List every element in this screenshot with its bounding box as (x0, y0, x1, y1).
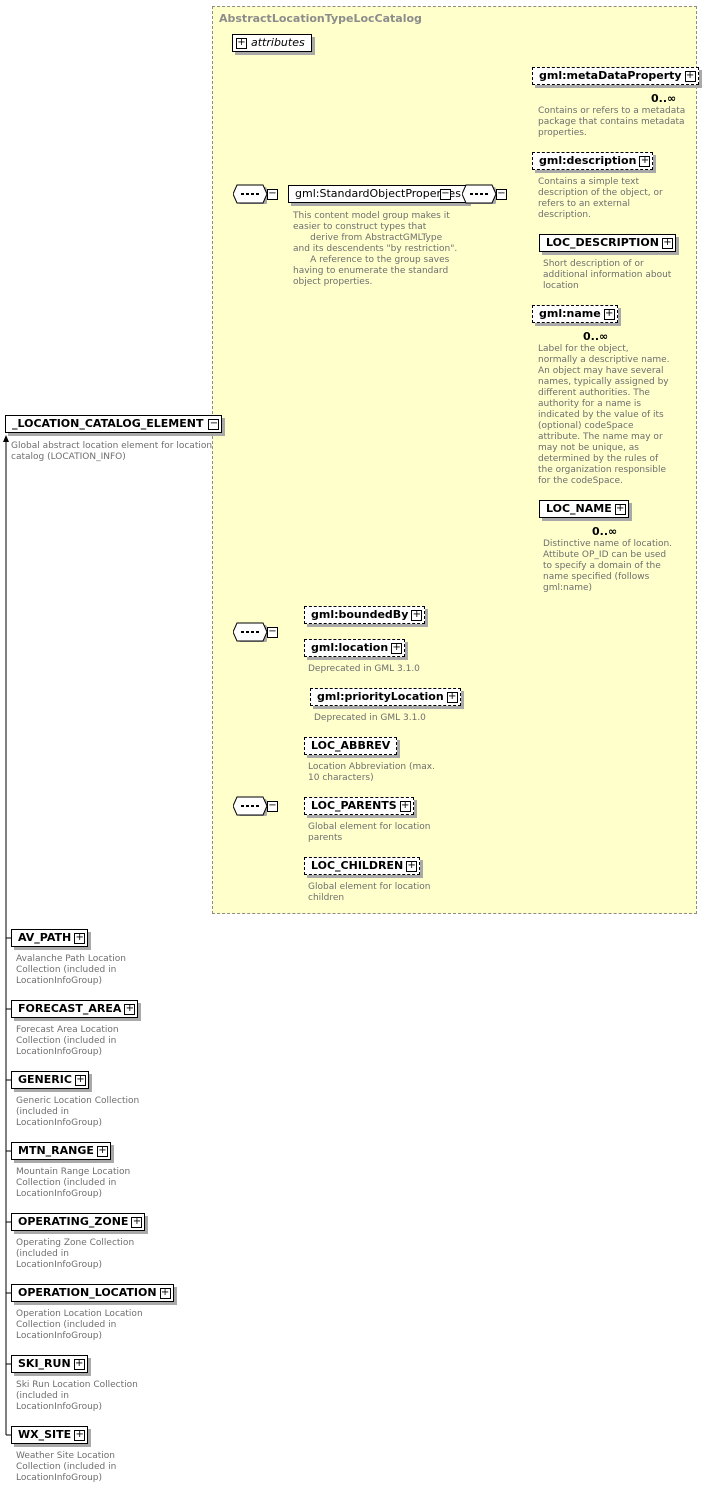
name-desc: Label for the object,normally a descript… (538, 344, 670, 486)
priority-location-node[interactable]: gml:priorityLocation+ (310, 688, 461, 706)
loc-children-node[interactable]: LOC_CHILDREN+ (304, 857, 421, 875)
expand-icon[interactable]: + (96, 1145, 108, 1157)
root-element[interactable]: _LOCATION_CATALOG_ELEMENT − (5, 415, 223, 433)
expand-icon[interactable]: + (74, 1429, 86, 1441)
subst-av-path[interactable]: AV_PATH+ (11, 929, 89, 947)
expand-icon[interactable]: + (236, 37, 247, 49)
subst-mtn-range[interactable]: MTN_RANGE+ (11, 1142, 111, 1160)
subst-forecast-area[interactable]: FORECAST_AREA+ (11, 1000, 139, 1018)
root-element-label: _LOCATION_CATALOG_ELEMENT (12, 417, 204, 430)
loc-description-node[interactable]: LOC_DESCRIPTION+ (539, 234, 676, 252)
expand-icon[interactable]: + (124, 1003, 136, 1015)
expand-icon[interactable]: + (73, 1358, 85, 1370)
collapse-icon[interactable]: − (267, 800, 278, 812)
expand-icon[interactable]: + (684, 70, 696, 82)
metadata-node[interactable]: gml:metaDataProperty+ (532, 67, 699, 85)
name-cardinality: 0..∞ (583, 330, 609, 343)
expand-icon[interactable]: + (603, 308, 615, 320)
root-element-desc: Global abstract location element for loc… (11, 441, 213, 462)
std-props-label: gml:StandardObjectProperties (295, 187, 461, 200)
loc-parents-node[interactable]: LOC_PARENTS+ (304, 797, 414, 815)
std-props-node[interactable]: gml:StandardObjectProperties (288, 185, 468, 203)
priority-location-desc: Deprecated in GML 3.1.0 (314, 713, 426, 723)
collapse-icon[interactable]: − (267, 188, 278, 200)
expand-icon[interactable]: + (411, 609, 423, 621)
subst-generic[interactable]: GENERIC+ (11, 1071, 89, 1089)
location-node[interactable]: gml:location+ (304, 639, 406, 657)
subst-wx-site[interactable]: WX_SITE+ (11, 1426, 89, 1444)
collapse-icon[interactable]: − (496, 188, 507, 200)
subst-operation-location[interactable]: OPERATION_LOCATION+ (11, 1284, 174, 1302)
expand-icon[interactable]: + (639, 155, 651, 167)
expand-icon[interactable]: + (661, 237, 673, 249)
loc-abbrev-node[interactable]: LOC_ABBREV (304, 737, 398, 755)
collapse-icon[interactable]: − (208, 418, 220, 430)
sequence-icon[interactable] (462, 184, 496, 204)
group-title: AbstractLocationTypeLocCatalog (219, 12, 422, 25)
expand-icon[interactable]: + (391, 642, 403, 654)
name-node[interactable]: gml:name+ (532, 305, 618, 323)
collapse-icon[interactable]: − (267, 626, 278, 638)
expand-icon[interactable]: + (406, 860, 418, 872)
loc-name-desc: Distinctive name of location.Attibute OP… (543, 539, 673, 593)
sequence-icon[interactable] (233, 184, 267, 204)
attributes-node[interactable]: + attributes (232, 34, 312, 52)
subst-operating-zone[interactable]: OPERATING_ZONE+ (11, 1213, 146, 1231)
expand-icon[interactable]: + (614, 503, 626, 515)
expand-icon[interactable]: + (74, 1074, 86, 1086)
expand-icon[interactable]: + (446, 691, 458, 703)
loc-name-node[interactable]: LOC_NAME+ (539, 500, 629, 518)
loc-name-cardinality: 0..∞ (592, 525, 618, 538)
location-desc: Deprecated in GML 3.1.0 (308, 664, 420, 674)
description-node[interactable]: gml:description+ (532, 152, 654, 170)
metadata-cardinality: 0..∞ (651, 92, 677, 105)
attributes-label: attributes (251, 36, 305, 49)
sequence-icon[interactable] (233, 622, 267, 642)
expand-icon[interactable]: + (159, 1287, 171, 1299)
collapse-icon[interactable]: − (440, 188, 451, 200)
sequence-icon[interactable] (233, 796, 267, 816)
subst-ski-run[interactable]: SKI_RUN+ (11, 1355, 88, 1373)
expand-icon[interactable]: + (74, 932, 86, 944)
loc-abbrev-desc: Location Abbreviation (max.10 characters… (308, 762, 435, 783)
bounded-by-node[interactable]: gml:boundedBy+ (304, 606, 426, 624)
expand-icon[interactable]: + (399, 800, 411, 812)
expand-icon[interactable]: + (131, 1216, 143, 1228)
